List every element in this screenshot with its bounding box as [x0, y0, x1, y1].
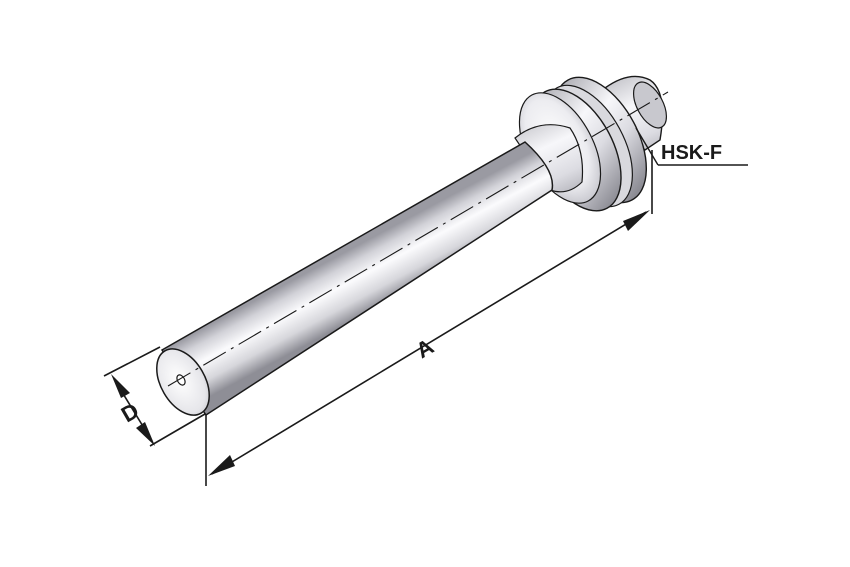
dimension-a — [205, 150, 653, 486]
arrow-d-top — [111, 374, 130, 398]
shank-body — [160, 141, 554, 417]
dimension-line-a — [211, 211, 647, 475]
dimension-d — [103, 346, 206, 447]
hsk-leader-line — [635, 127, 659, 166]
center-line — [167, 91, 669, 387]
hsk-callout: HSK-F — [635, 127, 748, 166]
arrow-a-left — [208, 455, 235, 476]
label-a: A — [412, 334, 438, 364]
shank — [156, 141, 554, 417]
arrow-d-bottom — [136, 422, 155, 446]
neck — [514, 124, 584, 193]
extension-line-d-bottom — [149, 413, 206, 447]
neck-body — [514, 124, 584, 193]
hsk-taper-end — [632, 81, 668, 129]
extension-line-d-top — [103, 346, 161, 377]
label-hsk-f: HSK-F — [661, 142, 722, 164]
hsk-taper — [604, 75, 668, 151]
arrow-a-right — [623, 210, 650, 231]
label-d: D — [117, 398, 143, 428]
